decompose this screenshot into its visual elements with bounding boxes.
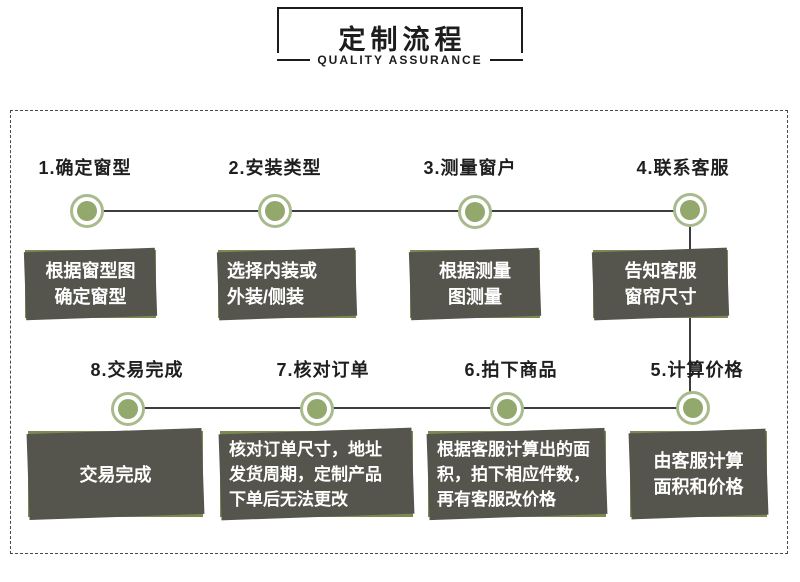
left-rule-line — [277, 59, 311, 61]
step-3-node-icon — [458, 195, 492, 229]
quality-assurance-row: QUALITY ASSURANCE — [277, 52, 523, 68]
step-4-node-icon — [673, 193, 707, 227]
node-dot — [465, 202, 485, 222]
right-rule-line — [489, 59, 523, 61]
step-7-description-box: 核对订单尺寸，地址 发货周期，定制产品 下单后无法更改 — [220, 431, 413, 517]
node-dot — [265, 201, 285, 221]
page-title: 定制流程 — [338, 25, 467, 55]
step-5-description-box: 由客服计算 面积和价格 — [630, 431, 767, 517]
node-dot — [680, 200, 700, 220]
flow-dashed-border — [10, 110, 788, 554]
connector-line-row1 — [87, 210, 690, 212]
step-6-node-icon — [490, 392, 524, 426]
step-3-label: 3.测量窗户 — [423, 158, 517, 178]
step-4-label: 4.联系客服 — [636, 158, 730, 178]
step-4-description-box: 告知客服 窗帘尺寸 — [593, 250, 728, 318]
step-7-node-icon — [300, 392, 334, 426]
step-7-label: 7.核对订单 — [276, 360, 370, 380]
step-2-label: 2.安装类型 — [228, 158, 322, 178]
node-dot — [77, 201, 97, 221]
step-6-description-box: 根据客服计算出的面 积，拍下相应件数， 再有客服改价格 — [428, 431, 606, 517]
node-dot — [683, 398, 703, 418]
step-2-description-box: 选择内装或 外装/侧装 — [218, 250, 356, 318]
step-8-node-icon — [111, 392, 145, 426]
step-1-description-box: 根据窗型图 确定窗型 — [25, 250, 156, 318]
step-8-description-box: 交易完成 — [28, 431, 203, 517]
header-title-box: 定制流程 — [277, 7, 523, 55]
connector-line-row2 — [128, 407, 693, 409]
node-dot — [307, 399, 327, 419]
step-1-label: 1.确定窗型 — [38, 158, 132, 178]
node-dot — [497, 399, 517, 419]
node-dot — [118, 399, 138, 419]
step-2-node-icon — [258, 194, 292, 228]
subtitle: QUALITY ASSURANCE — [317, 53, 483, 67]
step-5-label: 5.计算价格 — [650, 360, 744, 380]
step-6-label: 6.拍下商品 — [464, 360, 558, 380]
step-5-node-icon — [676, 391, 710, 425]
step-8-label: 8.交易完成 — [90, 360, 184, 380]
step-3-description-box: 根据测量 图测量 — [410, 250, 540, 318]
step-1-node-icon — [70, 194, 104, 228]
